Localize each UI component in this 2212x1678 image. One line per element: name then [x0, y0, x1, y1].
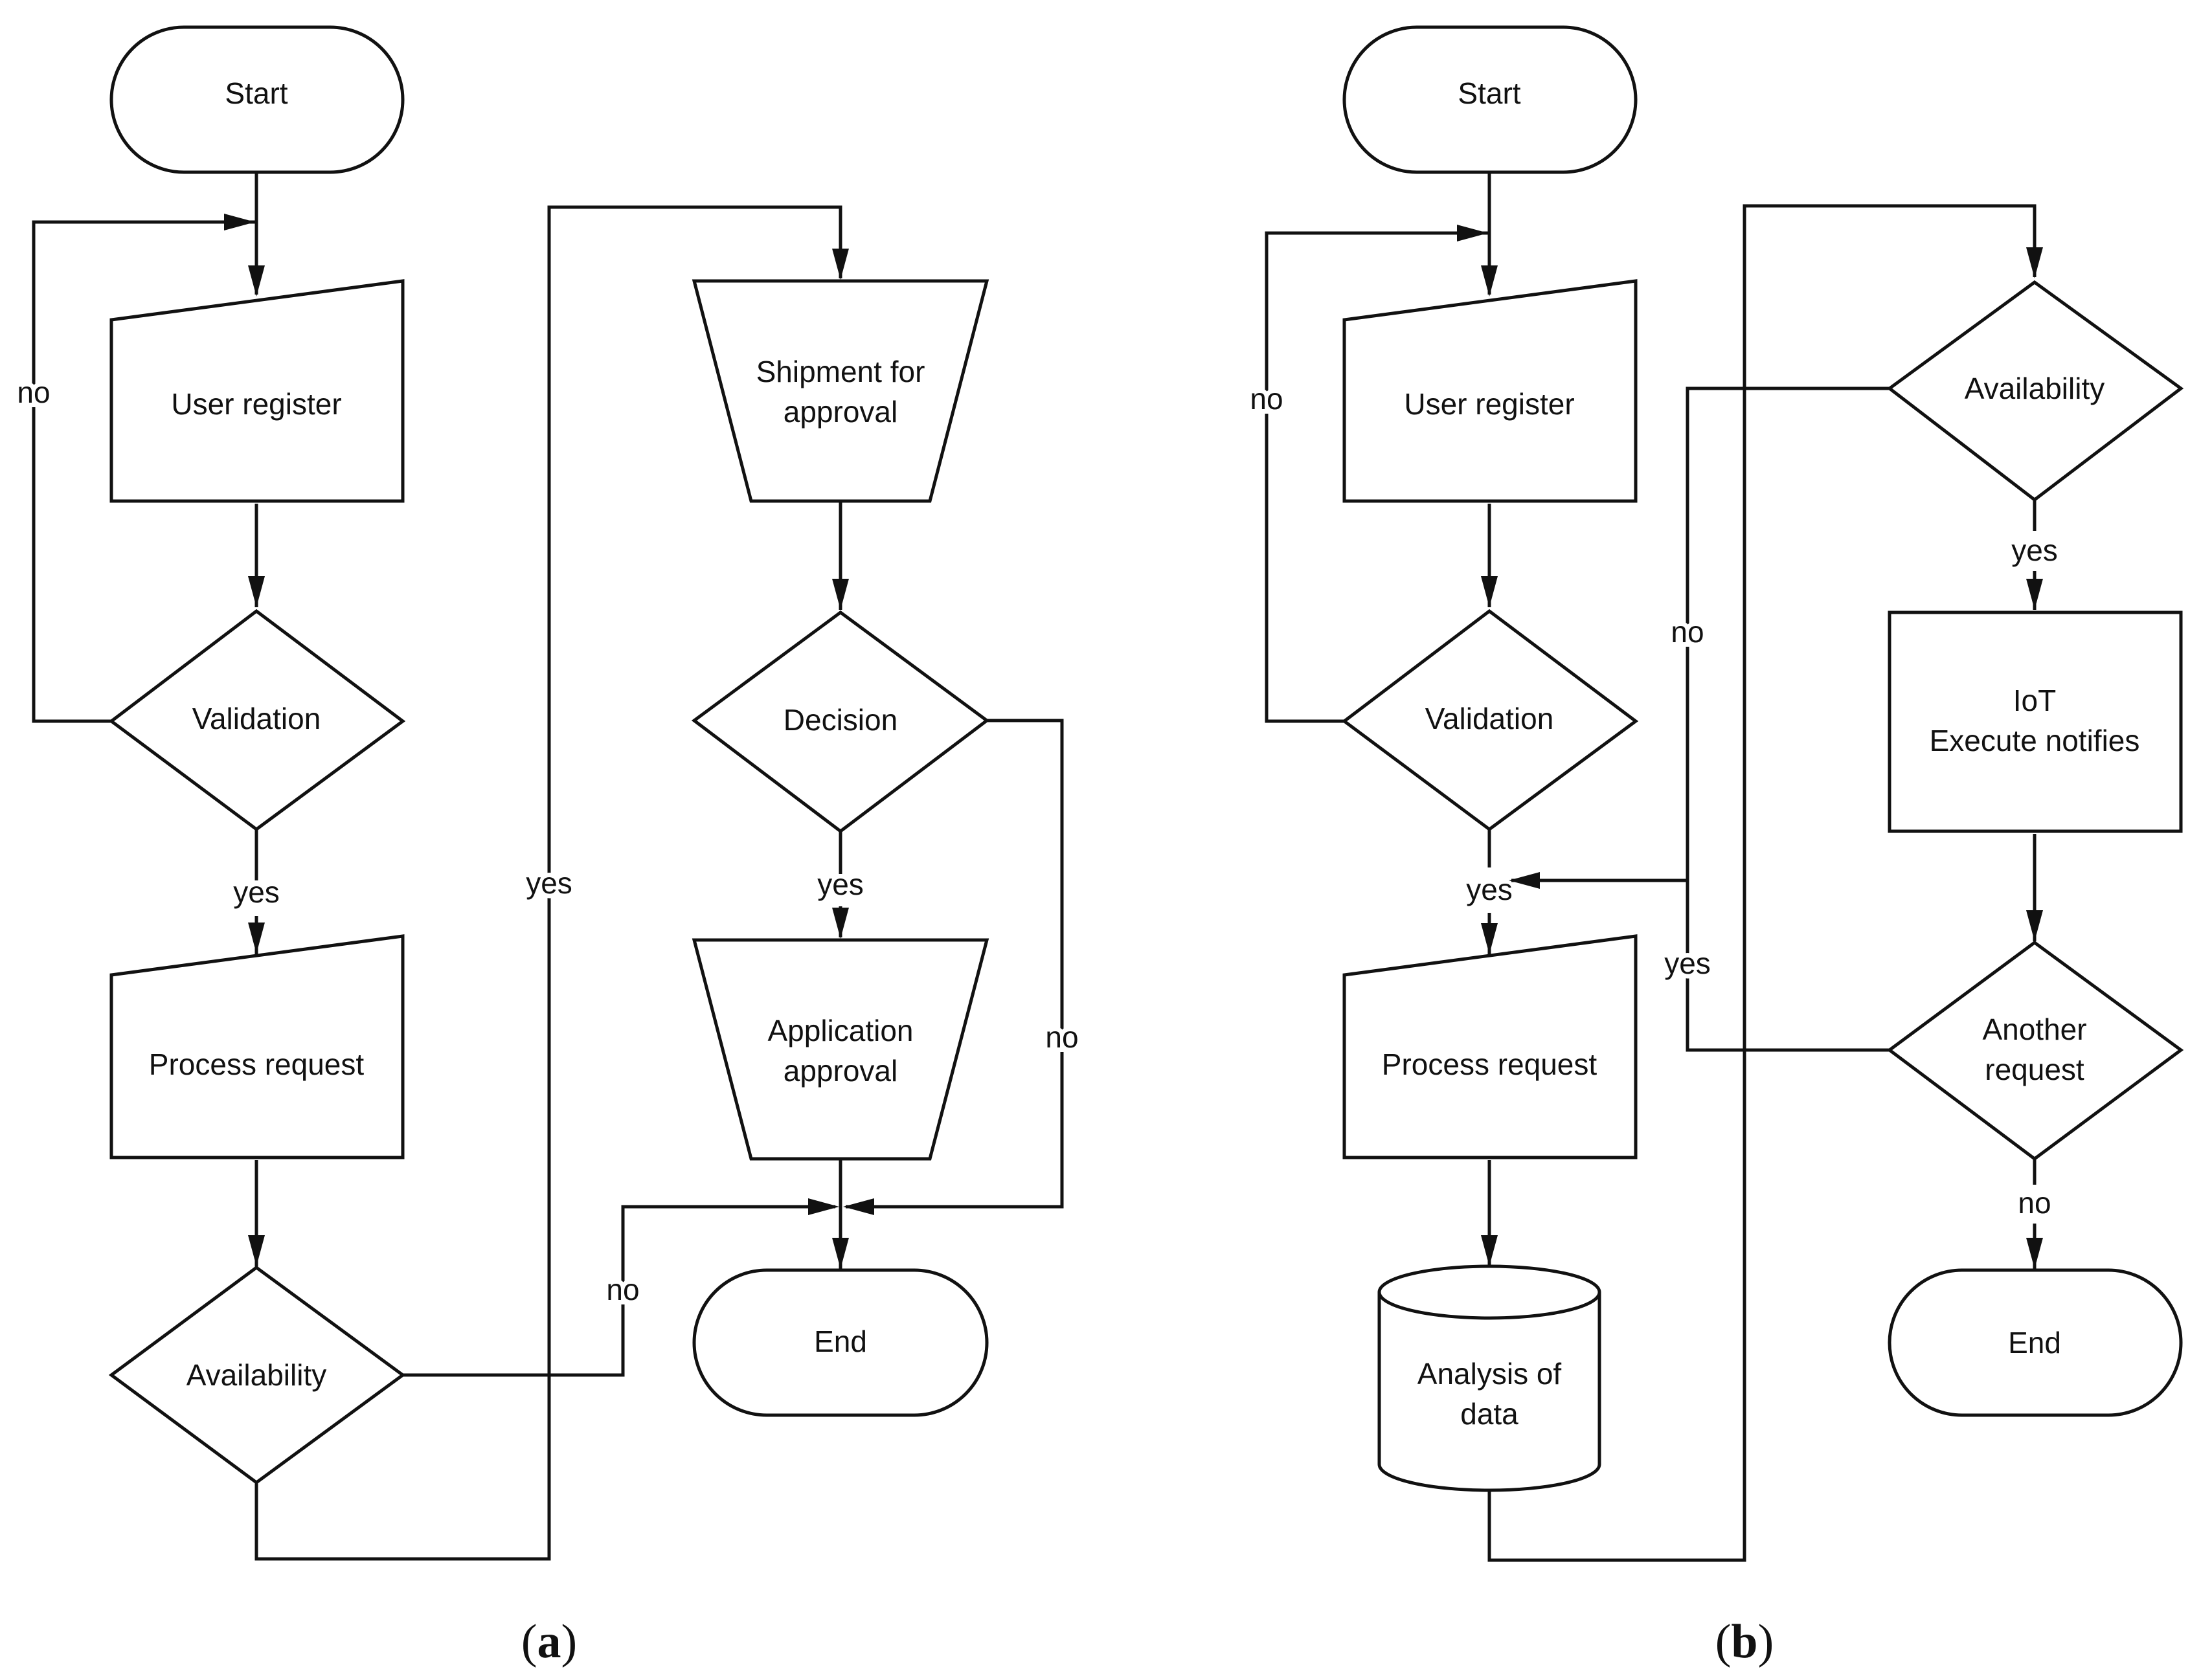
node-label-b-iot-line1: IoT — [2013, 684, 2056, 717]
arrowhead-a-availability — [248, 1235, 265, 1266]
arrowhead-b-register — [1481, 265, 1498, 296]
node-label-a-end: End — [814, 1325, 867, 1358]
edge-label-b-another-no: no — [2018, 1186, 2051, 1220]
decision-a-availability — [108, 1265, 406, 1485]
cylinder-b-top — [1377, 1264, 1601, 1320]
node-label-b-process-request: Process request — [1382, 1047, 1597, 1081]
node-label-b-user-register: User register — [1404, 387, 1574, 421]
flowchart-a: Start User register Validation Process r… — [12, 25, 1083, 1668]
node-label-b-another-line1: Another — [1982, 1012, 2086, 1046]
manual-input-a-process-request — [109, 934, 405, 1159]
node-label-b-availability: Availability — [1965, 372, 2105, 405]
manual-input-b-process-request — [1342, 934, 1638, 1159]
caption-a: (a) — [521, 1615, 577, 1668]
edge-label-b-validation-yes: yes — [1466, 873, 1513, 906]
connector-b-another-yes — [1686, 880, 1890, 1052]
arrowhead-a-application — [832, 908, 849, 939]
arrowhead-b-no-loop — [1457, 225, 1488, 241]
connector-b-availability-no — [1511, 386, 1890, 882]
connector-b-validation-no-loop — [1265, 231, 1489, 723]
arrowhead-a-shipment — [832, 249, 849, 280]
connector-a-validation-no-loop — [32, 220, 256, 723]
decision-b-another-request — [1886, 940, 2184, 1161]
decision-a-validation — [108, 609, 406, 832]
node-label-a-start: Start — [225, 76, 288, 110]
caption-b: (b) — [1715, 1615, 1774, 1668]
terminator-a-end — [692, 1268, 989, 1417]
arrowhead-a-no-to-end — [808, 1198, 839, 1215]
edge-label-a-decision-no: no — [1045, 1020, 1078, 1054]
node-label-b-iot-line2: Execute notifies — [1930, 724, 2140, 757]
connector-a-availability-no — [403, 1205, 835, 1377]
edge-label-b-availability-no: no — [1671, 615, 1704, 649]
arrowhead-b-analysis — [1481, 1235, 1498, 1266]
arrowhead-a-decision-no — [843, 1198, 874, 1215]
manual-input-b-user-register — [1342, 279, 1638, 503]
arrowhead-a-no-loop — [224, 214, 255, 230]
edge-label-a-availability-no: no — [606, 1273, 639, 1306]
flowchart-b: Start User register Validation Process r… — [1245, 25, 2184, 1668]
arrowhead-a-decision — [832, 579, 849, 610]
arrowhead-b-validation — [1481, 576, 1498, 607]
cylinder-b-body — [1377, 1292, 1601, 1492]
database-b-analysis — [1377, 1264, 1601, 1492]
arrowhead-a-validation — [248, 576, 265, 607]
terminator-b-start — [1342, 25, 1638, 174]
node-label-b-another-line2: request — [1985, 1053, 2084, 1086]
node-label-a-decision: Decision — [784, 703, 897, 737]
node-label-b-analysis-line2: data — [1460, 1397, 1518, 1431]
node-label-a-application-line1: Application — [767, 1014, 913, 1047]
edge-label-b-availability-yes: yes — [2011, 533, 2058, 567]
edge-label-a-validation-yes: yes — [233, 875, 280, 909]
arrowhead-b-iot — [2026, 579, 2043, 610]
connector-b-analysis-to-availability — [1487, 204, 2037, 1562]
node-label-b-validation: Validation — [1425, 702, 1554, 735]
edge-label-b-validation-no: no — [1250, 382, 1283, 416]
edge-label-b-another-yes: yes — [1664, 946, 1711, 980]
arrowhead-b-availability — [2026, 247, 2043, 278]
arrowhead-b-end — [2026, 1238, 2043, 1269]
edge-label-a-validation-no: no — [17, 375, 50, 409]
node-label-a-validation: Validation — [192, 702, 321, 735]
node-label-a-user-register: User register — [171, 387, 341, 421]
terminator-b-end — [1888, 1268, 2183, 1417]
connector-a-availability-yes — [254, 205, 842, 1561]
arrowhead-a-process — [248, 923, 265, 954]
decision-b-availability — [1886, 280, 2184, 502]
node-label-b-end: End — [2008, 1326, 2061, 1359]
arrowhead-a-end — [832, 1238, 849, 1269]
arrowhead-b-availability-no — [1509, 872, 1540, 889]
decision-b-validation — [1341, 609, 1639, 832]
node-label-a-shipment-line1: Shipment for — [756, 355, 925, 388]
arrowhead-b-another — [2026, 910, 2043, 941]
decision-a-decision — [691, 610, 990, 834]
edge-label-a-decision-yes: yes — [817, 867, 864, 901]
connector-a-decision-no — [846, 719, 1064, 1209]
node-label-a-availability: Availability — [186, 1358, 326, 1392]
arrowhead-a-register — [248, 265, 265, 296]
arrowhead-b-process — [1481, 923, 1498, 954]
process-b-iot — [1888, 610, 2183, 833]
node-label-a-process-request: Process request — [149, 1047, 365, 1081]
node-label-a-shipment-line2: approval — [784, 395, 897, 429]
node-label-a-application-line2: approval — [784, 1054, 897, 1088]
manual-input-a-user-register — [109, 279, 405, 503]
edge-label-a-availability-yes: yes — [526, 866, 572, 900]
node-label-b-analysis-line1: Analysis of — [1417, 1357, 1562, 1391]
manual-operation-a-shipment — [692, 279, 989, 503]
manual-operation-a-application — [692, 938, 989, 1161]
terminator-a-start — [109, 25, 405, 174]
node-label-b-start: Start — [1458, 76, 1520, 110]
